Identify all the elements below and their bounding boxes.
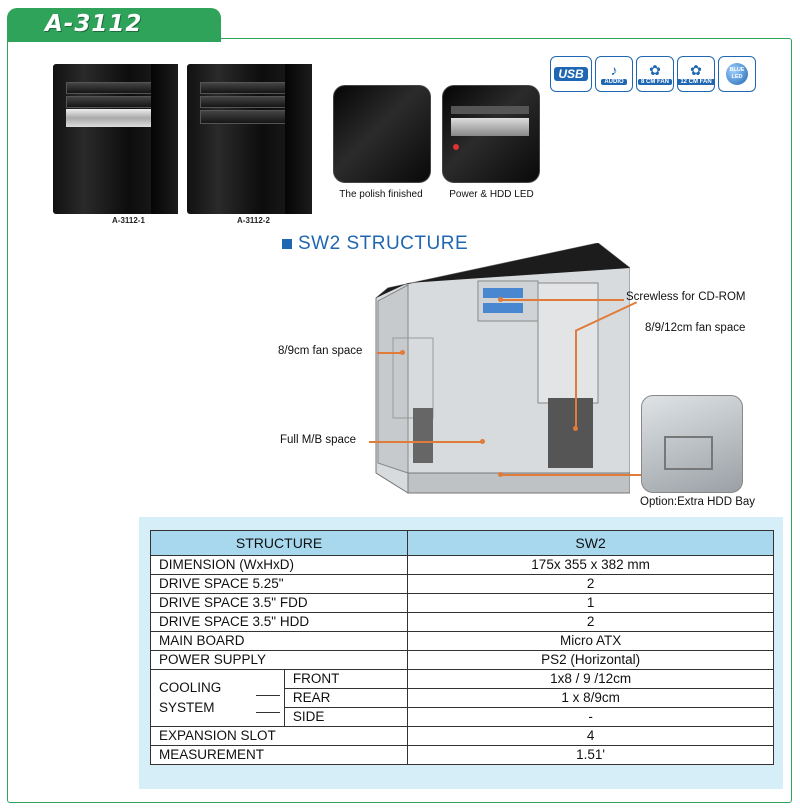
callout-fan-space-rear: 8/9cm fan space (278, 345, 363, 357)
table-row: EXPANSION SLOT 4 (149, 726, 774, 746)
callout-hdd-bay: Option:Extra HDD Bay (640, 496, 756, 508)
header-value: SW2 (407, 530, 774, 556)
product-label-2: A-3112-2 (237, 216, 270, 225)
table-row: DRIVE SPACE 3.5" FDD 1 (149, 593, 774, 613)
table-row: MAIN BOARD Micro ATX (149, 631, 774, 651)
section-title: SW2 STRUCTURE (282, 233, 468, 255)
callout-fan-space-front: 8/9/12cm fan space (645, 322, 746, 334)
feature-icons: USB ♪AUDIO ✿8 CM FAN ✿12 CM FAN BLUE LED (550, 56, 770, 96)
cooling-label: COOLING SYSTEM (150, 669, 253, 727)
spec-table: STRUCTURE SW2 DIMENSION (WxHxD) 175x 355… (149, 530, 774, 765)
table-row: DRIVE SPACE 5.25" 2 (149, 574, 774, 594)
callout-mb-space: Full M/B space (280, 434, 357, 446)
power-led-caption: Power & HDD LED (449, 189, 534, 200)
spec-table-header: STRUCTURE SW2 (149, 530, 774, 556)
chassis-illustration (375, 243, 630, 494)
callout-screwless: Screwless for CD-ROM (626, 291, 746, 303)
section-square-icon (282, 238, 292, 249)
usb-icon: USB (550, 56, 592, 92)
polish-finish-photo (333, 85, 431, 183)
power-led-photo (442, 85, 540, 183)
cooling-connector (252, 669, 285, 727)
product-label-1: A-3112-1 (112, 216, 145, 225)
product-photo-1 (53, 64, 178, 214)
table-row-cooling-front: COOLING SYSTEM FRONT 1x8 / 9 /12cm (150, 669, 774, 727)
table-row: DRIVE SPACE 3.5" HDD 2 (149, 612, 774, 632)
model-title: A-3112 (45, 11, 143, 37)
fan-8cm-icon: ✿8 CM FAN (636, 56, 674, 92)
page-frame (7, 38, 792, 803)
product-photo-2 (187, 64, 312, 214)
model-tab: A-3112 (7, 8, 221, 42)
table-row: POWER SUPPLY PS2 (Horizontal) (149, 650, 774, 670)
fan-12cm-icon: ✿12 CM FAN (677, 56, 715, 92)
hdd-bay-photo (641, 395, 743, 493)
polish-finish-caption: The polish finished (339, 189, 423, 200)
table-row: DIMENSION (WxHxD) 175x 355 x 382 mm (149, 555, 774, 575)
table-row-cooling-rear: REAR 1 x 8/9cm (151, 688, 774, 708)
header-structure: STRUCTURE (149, 530, 409, 556)
blue-led-icon: BLUE LED (718, 56, 756, 92)
table-row: MEASUREMENT 1.51' (149, 745, 774, 765)
audio-icon: ♪AUDIO (595, 56, 633, 92)
